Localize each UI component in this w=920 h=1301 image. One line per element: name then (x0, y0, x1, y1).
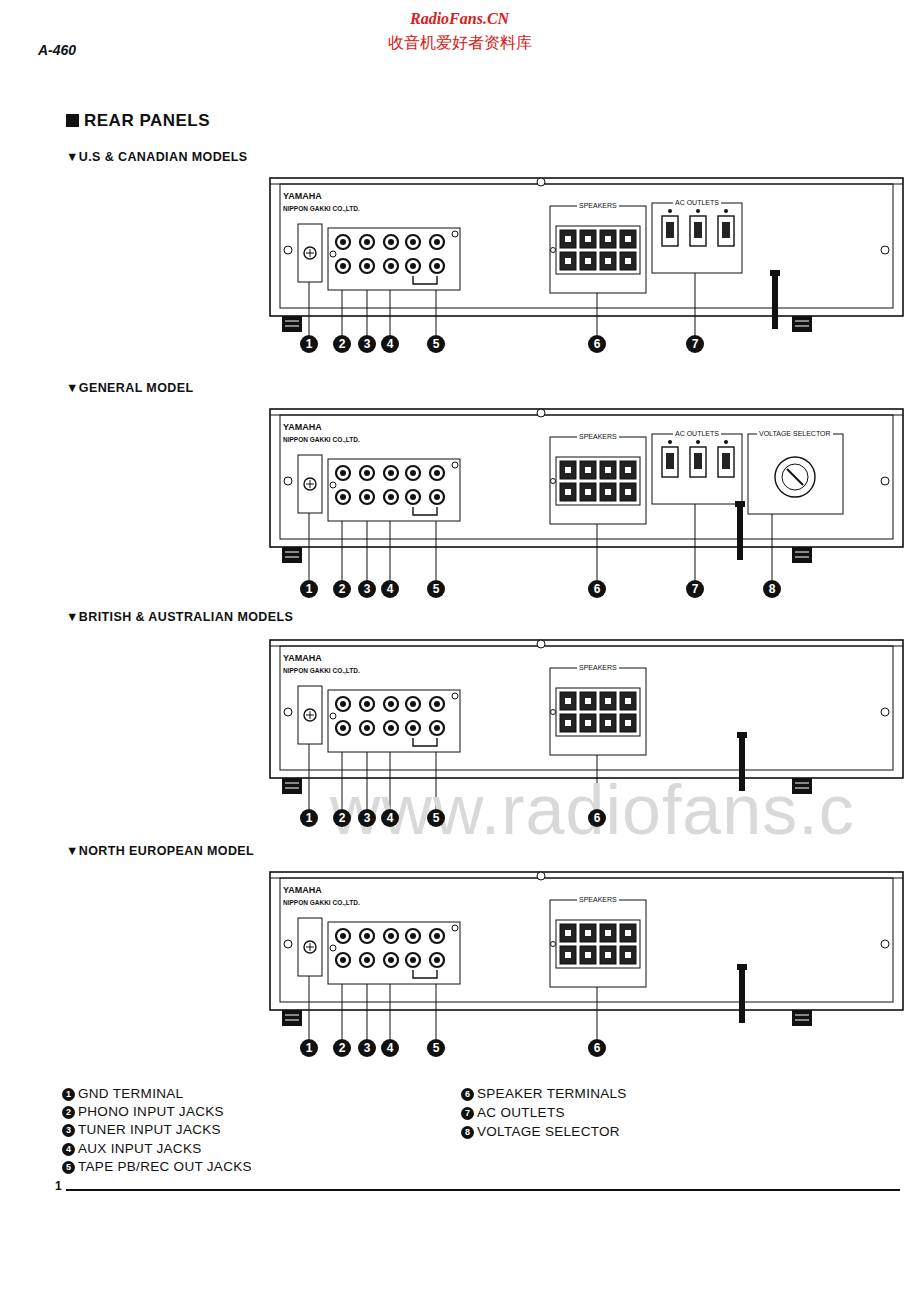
callout-number: 4 (381, 335, 399, 353)
brand-plate: YAMAHA (283, 653, 322, 663)
brand-plate: YAMAHA (283, 422, 322, 432)
page-title: REAR PANELS (84, 111, 210, 131)
section-heading: ▼U.S & CANADIAN MODELS (66, 150, 248, 164)
section-heading: ▼BRITISH & AUSTRALIAN MODELS (66, 610, 293, 624)
callout-number: 3 (358, 580, 376, 598)
callout-number: 1 (300, 335, 318, 353)
callout-number: 6 (588, 809, 606, 827)
key-number: 6 (461, 1088, 474, 1101)
key-number: 4 (62, 1143, 75, 1156)
key-text: SPEAKER TERMINALS (477, 1086, 627, 1102)
callout-number: 5 (427, 809, 445, 827)
section-heading: ▼NORTH EUROPEAN MODEL (66, 844, 254, 858)
panel-label: VOLTAGE SELECTOR (757, 430, 833, 438)
callout-number: 6 (588, 1039, 606, 1057)
callout-number: 5 (427, 1039, 445, 1057)
maker-plate: NIPPON GAKKI CO.,LTD. (283, 899, 360, 906)
key-number: 8 (461, 1126, 474, 1139)
callout-number: 2 (333, 1039, 351, 1057)
panel-label: SPEAKERS (577, 896, 619, 904)
callout-number: 8 (763, 580, 781, 598)
key-number: 7 (461, 1107, 474, 1120)
key-text: VOLTAGE SELECTOR (477, 1124, 620, 1140)
callout-number: 2 (333, 335, 351, 353)
callout-number: 4 (381, 1039, 399, 1057)
key-number: 1 (62, 1088, 75, 1101)
callout-number: 7 (686, 580, 704, 598)
panel-label: SPEAKERS (577, 202, 619, 210)
callout-number: 1 (300, 809, 318, 827)
callout-number: 5 (427, 580, 445, 598)
maker-plate: NIPPON GAKKI CO.,LTD. (283, 667, 360, 674)
key-number: 3 (62, 1124, 75, 1137)
callout-number: 5 (427, 335, 445, 353)
key-text: TAPE PB/REC OUT JACKS (78, 1159, 252, 1175)
panel-label: SPEAKERS (577, 433, 619, 441)
key-text: PHONO INPUT JACKS (78, 1104, 224, 1120)
callout-number: 4 (381, 580, 399, 598)
callout-number: 1 (300, 580, 318, 598)
callout-number: 2 (333, 580, 351, 598)
brand-plate: YAMAHA (283, 191, 322, 201)
callout-number: 6 (588, 580, 606, 598)
callout-number: 4 (381, 809, 399, 827)
maker-plate: NIPPON GAKKI CO.,LTD. (283, 436, 360, 443)
callout-number: 1 (300, 1039, 318, 1057)
callout-number: 6 (588, 335, 606, 353)
callout-number: 3 (358, 335, 376, 353)
section-heading: ▼GENERAL MODEL (66, 381, 193, 395)
panel-label: SPEAKERS (577, 664, 619, 672)
callout-number: 3 (358, 809, 376, 827)
callout-number: 2 (333, 809, 351, 827)
maker-plate: NIPPON GAKKI CO.,LTD. (283, 205, 360, 212)
key-number: 2 (62, 1106, 75, 1119)
site-header-cn: 收音机爱好者资料库 (388, 34, 532, 52)
panel-label: AC OUTLETS (673, 199, 721, 207)
callout-number: 7 (686, 335, 704, 353)
key-text: GND TERMINAL (78, 1086, 183, 1102)
site-header: RadioFans.CN (410, 10, 509, 28)
key-number: 5 (62, 1161, 75, 1174)
panel-label: AC OUTLETS (673, 430, 721, 438)
callout-number: 3 (358, 1039, 376, 1057)
page-number: 1 (55, 1180, 62, 1194)
key-text: TUNER INPUT JACKS (78, 1122, 221, 1138)
model-number: A-460 (38, 42, 76, 58)
brand-plate: YAMAHA (283, 885, 322, 895)
key-text: AC OUTLETS (477, 1105, 565, 1121)
key-text: AUX INPUT JACKS (78, 1141, 202, 1157)
